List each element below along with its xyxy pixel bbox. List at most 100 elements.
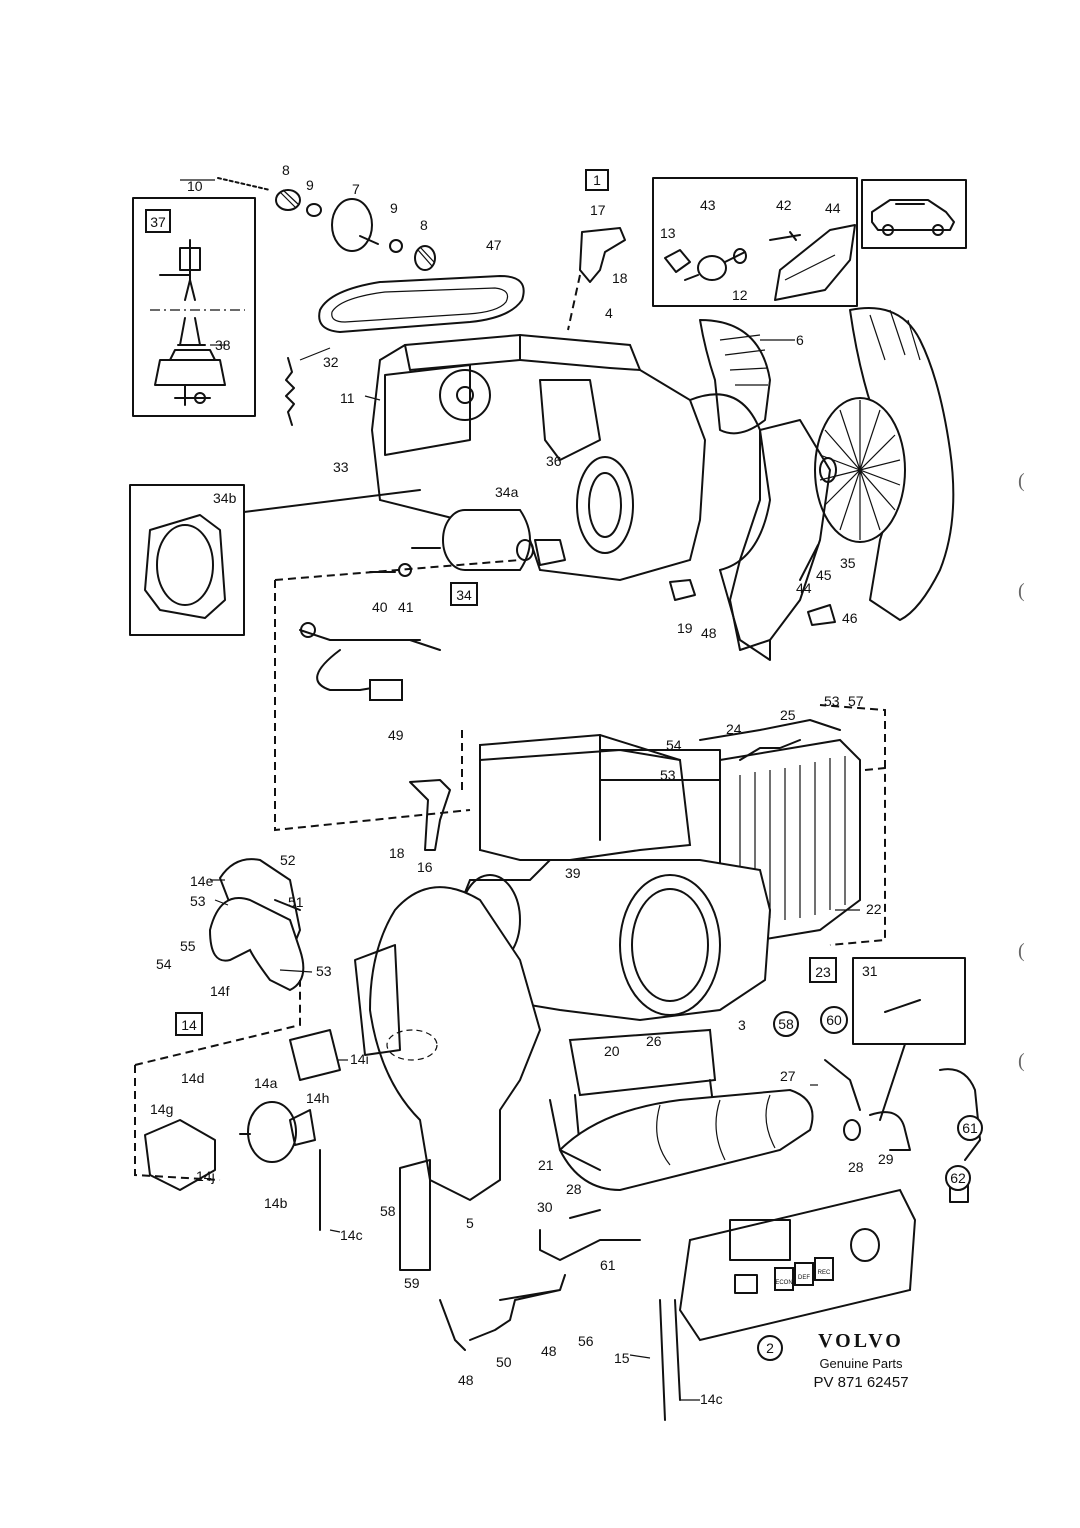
- circled-callout-frame: [757, 1335, 783, 1361]
- callout-label: 21: [538, 1157, 554, 1173]
- genuine-parts-tagline: Genuine Parts: [819, 1356, 903, 1371]
- panel-button-label: ECON: [775, 1280, 792, 1286]
- callout-label: 40: [372, 599, 388, 615]
- callout-label: 14c: [340, 1227, 363, 1243]
- lower-heater-housing: [354, 859, 772, 1202]
- vacuum-tank-27: [558, 1088, 814, 1192]
- callout-label: 7: [352, 181, 360, 197]
- callout-label: 50: [496, 1354, 512, 1370]
- fan-wheel-35: [814, 397, 906, 543]
- spring-32: [285, 357, 295, 426]
- boxed-callout-frame: [809, 957, 837, 983]
- callout-label: 14e: [190, 873, 214, 889]
- callout-label: 9: [306, 177, 314, 193]
- inset-check-valve-31: [852, 957, 966, 1121]
- circled-callout-label: 58: [778, 1016, 794, 1032]
- callout-label: 55: [180, 938, 196, 954]
- clamp-14j: [144, 1119, 216, 1191]
- inset-vacuum-actuator: [132, 197, 256, 417]
- callout-label: 36: [546, 453, 562, 469]
- circled-callout-frame: [957, 1115, 983, 1141]
- part-number: PV 871 62457: [813, 1374, 909, 1391]
- callout-label: 14c: [700, 1391, 723, 1407]
- vacuum-motor-linkage: [217, 177, 436, 271]
- callout-label: 35: [840, 555, 856, 571]
- callout-label: 13: [660, 225, 676, 241]
- callout-label: 22: [866, 901, 882, 917]
- vehicle-silhouette-box: [861, 179, 967, 249]
- panel-button-label: DEF: [798, 1275, 810, 1281]
- vacuum-actuator-14a: [239, 1101, 316, 1163]
- callout-label: 20: [604, 1043, 620, 1059]
- callout-label: 14f: [210, 983, 230, 999]
- vacuum-hoses-48-50-56: [439, 1274, 566, 1351]
- callout-label: 8: [420, 217, 428, 233]
- callout-label: 32: [323, 354, 339, 370]
- callout-label: 14j: [196, 1168, 215, 1184]
- seal-47-outline: [318, 275, 525, 333]
- boxed-callout-frame: [145, 209, 171, 233]
- callout-label: 58: [380, 1203, 396, 1219]
- callout-label: 9: [390, 200, 398, 216]
- callout-label: 53: [190, 893, 206, 909]
- bracket-26: [568, 1028, 717, 1097]
- callout-label: 53: [660, 767, 676, 783]
- circled-callout-label: 62: [950, 1170, 966, 1186]
- callout-label: 51: [288, 894, 304, 910]
- callout-label: 27: [780, 1068, 796, 1084]
- scan-edge-mark: (: [1018, 1050, 1025, 1072]
- callout-label: 33: [333, 459, 349, 475]
- callout-label: 16: [417, 859, 433, 875]
- callout-label: 44: [796, 580, 812, 596]
- blower-motor-34: [411, 509, 566, 571]
- callout-label: 28: [848, 1159, 864, 1175]
- scan-edge-mark: (: [1018, 940, 1025, 962]
- upper-heater-housing: [370, 333, 771, 582]
- boxed-callout-label: 23: [815, 964, 831, 980]
- callout-label: 38: [215, 337, 231, 353]
- circled-callout-frame: [820, 1006, 848, 1034]
- circled-callout-label: 61: [962, 1120, 978, 1136]
- circled-callout-label: 2: [766, 1340, 774, 1356]
- panel-button: [814, 1257, 834, 1281]
- inset-gasket-34b: [129, 484, 421, 636]
- leader-lines: [180, 179, 860, 1401]
- circled-callout-label: 60: [826, 1012, 842, 1028]
- callout-label: 15: [614, 1350, 630, 1366]
- callout-label: 8: [282, 162, 290, 178]
- callout-label: 24: [726, 721, 742, 737]
- callout-label: 48: [541, 1343, 557, 1359]
- duct-assembly-14: [208, 858, 305, 992]
- boxed-callout-label: 14: [181, 1017, 197, 1033]
- boxed-callout-label: 37: [150, 214, 166, 230]
- callout-label: 28: [566, 1181, 582, 1197]
- callout-label: 14b: [264, 1195, 288, 1211]
- boxed-callout-label: 34: [456, 587, 472, 603]
- boxed-callout-frame: [450, 582, 478, 606]
- panel-button-label: REC: [818, 1270, 831, 1276]
- circled-callout-frame: [773, 1011, 799, 1037]
- callout-label: 54: [666, 737, 682, 753]
- callout-label: 11: [340, 390, 355, 406]
- boxed-callout-frame: [585, 169, 609, 191]
- wiring-harness: [299, 629, 441, 691]
- hose-60: [824, 1059, 861, 1111]
- callout-label: 34a: [495, 484, 519, 500]
- callout-label: 10: [187, 178, 203, 194]
- callout-label: 49: [388, 727, 404, 743]
- callout-label: 31: [862, 963, 878, 979]
- callout-label: 48: [458, 1372, 474, 1388]
- panel-button: [774, 1267, 794, 1291]
- callout-label: 52: [280, 852, 296, 868]
- callout-label: 30: [537, 1199, 553, 1215]
- callout-label: 54: [156, 956, 172, 972]
- callout-label: 6: [796, 332, 804, 348]
- callout-label: 59: [404, 1275, 420, 1291]
- callout-label: 29: [878, 1151, 894, 1167]
- bracket-16: [409, 779, 451, 851]
- callout-label: 57: [848, 693, 864, 709]
- heater-core-assembly: [479, 733, 721, 861]
- group-bracket-34: [274, 559, 521, 832]
